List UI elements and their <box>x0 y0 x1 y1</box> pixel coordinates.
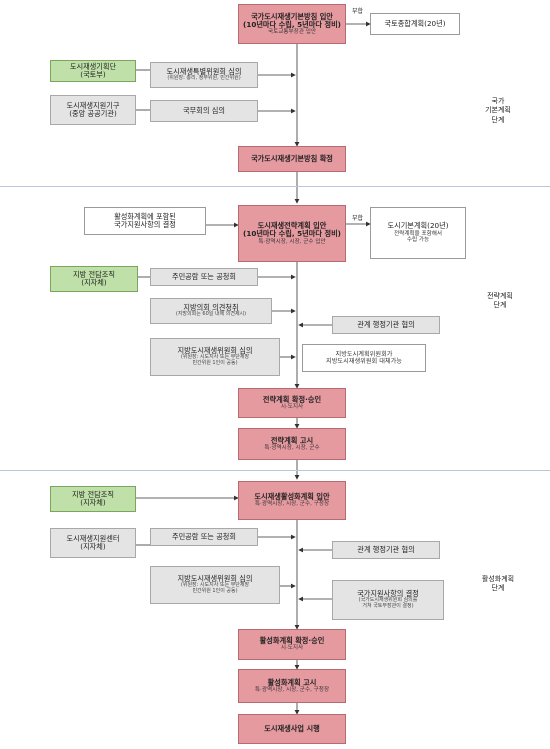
activation-stage-label: 활성화계획 단계 <box>468 575 528 594</box>
local-committee-title: 지방도시재생위원회 심의 <box>177 346 253 356</box>
agency-consultation-box: 관계 행정기관 협의 <box>332 541 440 559</box>
urban-regen-support-center-box: 도시재생지원센터 (지자체) <box>50 528 136 558</box>
execute-title: 도시재생사업 시행 <box>264 723 320 733</box>
local-council-title: 지방의회 의견청취 <box>183 302 239 312</box>
org-name: 도시재생지원기구 <box>66 100 120 110</box>
org-affiliation: (국토부) <box>80 70 106 79</box>
national-plan-draft-box: 국가도시재생기본방침 입안 (10년마다 수립, 5년마다 정비) 국토교통부장… <box>238 4 346 44</box>
national-support-decision-note-box: 활성화계획에 포함된 국가지원사항의 결정 <box>84 207 206 235</box>
stage-label-line: 전략계획 <box>487 292 513 300</box>
org-name: 도시재생지원센터 <box>66 533 120 543</box>
stage-label-line: 활성화계획 <box>481 575 515 583</box>
urban-basic-plan-sub: 전략계획을 포함해서 <box>393 230 443 237</box>
section-divider <box>0 470 550 471</box>
activation-draft-title: 도시재생활성화계획 입안 <box>254 492 330 502</box>
strategy-approve-sub: 시·도지사 <box>280 403 304 410</box>
national-support-decision-box: 국가지원사항의 결정 (국가도시재생위원회 심의를 거쳐 국토부장관이 결정) <box>332 580 444 620</box>
urban-basic-plan-box: 도시기본계획(20년) 전략계획을 포함해서 수립 가능 <box>370 207 466 259</box>
cabinet-review-box: 국무회의 심의 <box>150 100 258 122</box>
strategy-announce-sub: 특·광역시장, 시장, 군수 <box>264 444 320 451</box>
activation-plan-approve-box: 활성화계획 확정·승인 시·도지사 <box>238 629 346 660</box>
committee-replacement-note-box: 지방도시계획위원회가 지방도시재생위원회 대체가능 <box>302 344 426 372</box>
conform-label: 부합 <box>352 8 364 15</box>
org-name: 지방 전담조직 <box>72 489 114 499</box>
local-regen-committee-box: 지방도시재생위원회 심의 (위원장: 시도지사 또는 부단체장 민간위원 1인이… <box>150 566 280 604</box>
strategy-plan-announce-box: 전략계획 고시 특·광역시장, 시장, 군수 <box>238 428 346 460</box>
national-territory-plan-box: 국토종합계획(20년) <box>370 13 460 35</box>
national-plan-draft-title: 국가도시재생기본방침 입안 <box>251 11 333 21</box>
conform-label: 부합 <box>352 215 364 222</box>
section-divider <box>0 186 550 187</box>
urban-basic-plan-sub: 수립 가능 <box>406 237 430 244</box>
special-committee-sub: (위원장: 총리, 정부위원, 민간위원) <box>167 75 241 82</box>
strategy-stage-label: 전략계획 단계 <box>472 292 528 311</box>
public-hearing-box: 주민공람 또는 공청회 <box>150 528 258 546</box>
strategy-plan-approve-box: 전략계획 확정·승인 시·도지사 <box>238 388 346 418</box>
urban-regen-planning-team-box: 도시재생기획단 (국토부) <box>50 60 136 82</box>
note-line: 지방도시계획위원회가 <box>335 350 393 358</box>
urban-regen-project-execute-box: 도시재생사업 시행 <box>238 714 346 744</box>
local-committee-sub: (위원장: 시도지사 또는 부단체장 <box>180 354 250 361</box>
local-regen-committee-box: 지방도시재생위원회 심의 (위원장: 시도지사 또는 부단체장 민간위원 1인이… <box>150 338 280 376</box>
national-territory-plan-label: 국토종합계획(20년) <box>384 18 446 28</box>
org-affiliation: (중앙 공공기관) <box>69 109 117 118</box>
national-support-title: 국가지원사항의 결정 <box>357 589 419 599</box>
stage-label-line: 단계 <box>491 115 505 124</box>
agency-consultation-box: 관계 행정기관 협의 <box>332 316 440 334</box>
activation-approve-title: 활성화계획 확정·승인 <box>259 636 325 646</box>
note-line: 국가지원사항의 결정 <box>114 220 176 229</box>
stage-label-line: 국가 <box>491 97 505 105</box>
public-hearing-title: 주민공람 또는 공청회 <box>171 271 237 281</box>
special-committee-review-box: 도시재생특별위원회 심의 (위원장: 총리, 정부위원, 민간위원) <box>150 62 258 88</box>
stage-label-line: 단계 <box>491 584 505 593</box>
local-committee-title: 지방도시재생위원회 심의 <box>177 574 253 584</box>
urban-regen-support-agency-box: 도시재생지원기구 (중앙 공공기관) <box>50 95 136 125</box>
urban-basic-plan-title: 도시기본계획(20년) <box>387 221 449 231</box>
strategy-plan-draft-title: 도시재생전략계획 입안 <box>257 221 327 230</box>
national-support-sub: 거쳐 국토부장관이 결정) <box>362 603 414 610</box>
strategy-plan-draft-sub: 특·광역시장, 시장, 군수 입안 <box>258 238 326 245</box>
stage-label-line: 단계 <box>493 301 507 310</box>
activation-plan-announce-box: 활성화계획 고시 특·광역시장, 시장, 군수, 구청장 <box>238 669 346 703</box>
public-hearing-box: 주민공람 또는 공청회 <box>150 268 258 286</box>
local-committee-sub: 민간위원 1인이 공동) <box>192 588 238 595</box>
activation-announce-title: 활성화계획 고시 <box>267 677 317 687</box>
national-support-sub: (국가도시재생위원회 심의를 <box>358 597 418 604</box>
local-committee-sub: (위원장: 시도지사 또는 부단체장 <box>180 582 250 589</box>
org-affiliation: (지자체) <box>81 278 107 287</box>
national-stage-label: 국가 기본계획 단계 <box>470 97 526 125</box>
org-affiliation: (지자체) <box>80 498 106 507</box>
activation-draft-sub: 특·광역시장, 시장, 군수, 구청장 <box>254 501 330 508</box>
activation-approve-sub: 시·도지사 <box>280 645 304 652</box>
note-line: 활성화계획에 포함된 <box>114 211 176 221</box>
activation-announce-sub: 특·광역시장, 시장, 군수, 구청장 <box>254 686 330 693</box>
agency-consultation-title: 관계 행정기관 협의 <box>357 544 415 554</box>
org-name: 도시재생기획단 <box>69 61 117 71</box>
strategy-approve-title: 전략계획 확정·승인 <box>262 394 322 404</box>
public-hearing-title: 주민공람 또는 공청회 <box>171 531 237 541</box>
org-affiliation: (지자체) <box>80 542 106 551</box>
strategy-plan-draft-period: (10년마다 수립, 5년마다 정비) <box>243 229 341 239</box>
stage-label-line: 기본계획 <box>485 106 511 115</box>
national-plan-final-box: 국가도시재생기본방침 확정 <box>238 146 346 172</box>
national-plan-draft-period: (10년마다 수립, 5년마다 정비) <box>243 19 341 29</box>
local-council-opinion-box: 지방의회 의견청취 (지방의회는 60일 내에 의견제시) <box>150 298 272 324</box>
national-plan-draft-sub: 국토교통부장관 입안 <box>267 29 317 36</box>
special-committee-title: 도시재생특별위원회 심의 <box>166 66 242 76</box>
strategy-announce-title: 전략계획 고시 <box>270 435 314 445</box>
org-name: 지방 전담조직 <box>73 269 115 279</box>
local-dedicated-org-box: 지방 전담조직 (지자체) <box>50 486 136 512</box>
agency-consultation-title: 관계 행정기관 협의 <box>357 319 415 329</box>
local-council-sub: (지방의회는 60일 내에 의견제시) <box>175 311 247 318</box>
cabinet-review-title: 국무회의 심의 <box>183 105 225 115</box>
note-line: 지방도시재생위원회 대체가능 <box>326 358 402 365</box>
local-dedicated-org-box: 지방 전담조직 (지자체) <box>50 266 138 292</box>
strategy-plan-draft-box: 도시재생전략계획 입안 (10년마다 수립, 5년마다 정비) 특·광역시장, … <box>238 205 346 262</box>
national-plan-final-title: 국가도시재생기본방침 확정 <box>251 153 333 163</box>
local-committee-sub: 민간위원 1인이 공동) <box>192 360 238 367</box>
activation-plan-draft-box: 도시재생활성화계획 입안 특·광역시장, 시장, 군수, 구청장 <box>238 481 346 520</box>
